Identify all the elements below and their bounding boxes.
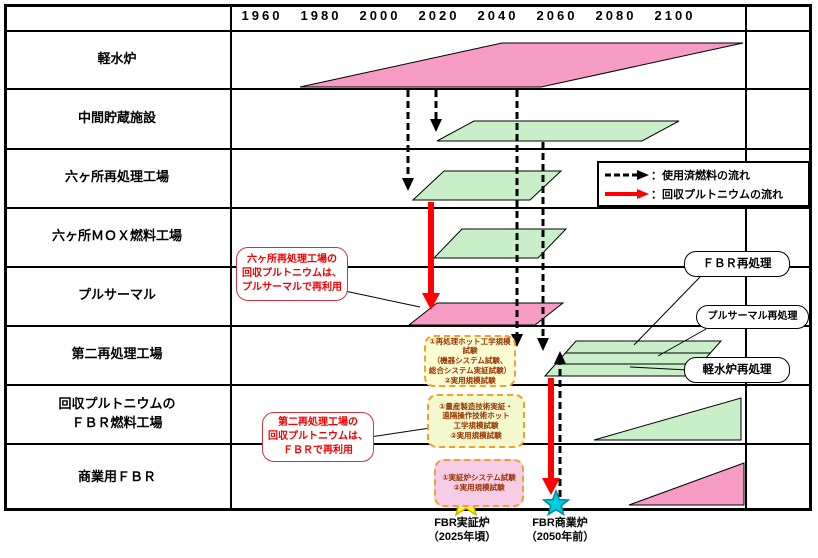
row-label-second-reprocessing: 第二再処理工場 xyxy=(6,325,228,384)
row-label-text: 商業用ＦＢＲ xyxy=(77,468,156,484)
row-label-text: 軽水炉 xyxy=(97,50,137,66)
legend: ：使用済燃料の流れ ：回収プルトニウムの流れ xyxy=(597,161,810,207)
milestone-date: （2025年頃） xyxy=(427,531,497,544)
legend-recovered-pu-label: ：回収プルトニウムの流れ xyxy=(651,188,783,201)
legend-spent-fuel: ：使用済燃料の流れ xyxy=(605,167,802,183)
label-column-divider xyxy=(230,4,232,511)
row-label-text: 六ヶ所ＭＯＸ燃料工場 xyxy=(51,228,182,244)
row-label-rokkasho-reprocessing: 六ヶ所再処理工場 xyxy=(6,148,228,207)
milestone-name: FBR実証炉 xyxy=(434,517,490,529)
row-label-interim-storage: 中間貯蔵施設 xyxy=(6,88,228,148)
milestone-fbr-demo: FBR実証炉 （2025年頃） xyxy=(412,516,512,545)
row-label-text: 中間貯蔵施設 xyxy=(77,109,156,125)
dashed-arrow-icon xyxy=(605,169,649,180)
row-divider xyxy=(4,443,812,445)
note-second-plant-rnd: ①再処理ホット工学規模試験 （機器システム試験、 総合システム実証試験） ②実用… xyxy=(424,335,516,387)
callout-pluthermal-reprocessing: プルサーマル再処理 xyxy=(696,305,809,329)
callout-text: 六ヶ所再処理工場の 回収プルトニウムは、 プルサーマルで再利用 xyxy=(242,254,342,293)
row-divider xyxy=(4,207,812,209)
callout-second-pu: 第二再処理工場の 回収プルトニウムは、 ＦＢＲで再利用 xyxy=(262,412,374,462)
note-text: ①量産製造技術実証・ 遠隔操作技術ホット 工学規模試験 ②実用規模試験 xyxy=(439,401,513,440)
red-arrow-icon xyxy=(605,188,649,199)
row-label-lwr: 軽水炉 xyxy=(6,30,228,88)
note-text: ①実証炉システム試験 ②実用規模試験 xyxy=(442,473,516,492)
note-fbr-fuel-plant-rnd: ①量産製造技術実証・ 遠隔操作技術ホット 工学規模試験 ②実用規模試験 xyxy=(427,394,525,448)
row-label-text: 回収プルトニウムの ＦＢＲ燃料工場 xyxy=(58,395,176,430)
callout-rokkasho-pu: 六ヶ所再処理工場の 回収プルトニウムは、 プルサーマルで再利用 xyxy=(236,247,348,301)
milestone-date: （2050年前） xyxy=(525,531,595,544)
row-label-commercial-fbr: 商業用ＦＢＲ xyxy=(6,443,228,511)
year-2080: 2080 xyxy=(595,8,637,23)
callout-text: プルサーマル再処理 xyxy=(707,311,798,322)
year-2100: 2100 xyxy=(654,8,696,23)
note-text: ①再処理ホット工学規模試験 （機器システム試験、 総合システム実証試験） ②実用… xyxy=(428,336,512,385)
year-2040: 2040 xyxy=(477,8,519,23)
callout-fbr-reprocessing: ＦＢＲ再処理 xyxy=(684,251,790,277)
row-divider xyxy=(4,266,812,268)
callout-lwr-reprocessing: 軽水炉再処理 xyxy=(684,357,790,383)
callout-text: 第二再処理工場の 回収プルトニウムは、 ＦＢＲで再利用 xyxy=(268,417,368,456)
note-commercial-fbr-rnd: ①実証炉システム試験 ②実用規模試験 xyxy=(434,459,524,507)
legend-recovered-pu: ：回収プルトニウムの流れ xyxy=(605,186,802,202)
row-divider xyxy=(4,384,812,386)
row-label-text: プルサーマル xyxy=(77,287,156,303)
milestone-name: FBR商業炉 xyxy=(532,517,588,529)
year-2020: 2020 xyxy=(418,8,460,23)
row-divider xyxy=(4,88,812,90)
year-2060: 2060 xyxy=(536,8,578,23)
year-2000: 2000 xyxy=(359,8,401,23)
row-label-rokkasho-mox: 六ヶ所ＭＯＸ燃料工場 xyxy=(6,207,228,266)
row-label-fbr-fuel-plant: 回収プルトニウムの ＦＢＲ燃料工場 xyxy=(6,384,228,443)
row-label-text: 六ヶ所再処理工場 xyxy=(64,169,169,185)
callout-text: 軽水炉再処理 xyxy=(702,363,772,376)
year-1960: 1960 xyxy=(241,8,283,23)
row-divider xyxy=(4,325,812,327)
year-1980: 1980 xyxy=(300,8,342,23)
header-divider xyxy=(4,30,812,32)
row-label-text: 第二再処理工場 xyxy=(71,346,163,362)
legend-spent-fuel-label: ：使用済燃料の流れ xyxy=(651,169,750,182)
callout-text: ＦＢＲ再処理 xyxy=(702,257,772,270)
milestone-fbr-commercial: FBR商業炉 （2050年前） xyxy=(510,516,610,545)
row-label-pluthermal: プルサーマル xyxy=(6,266,228,325)
chart-border xyxy=(4,4,812,511)
